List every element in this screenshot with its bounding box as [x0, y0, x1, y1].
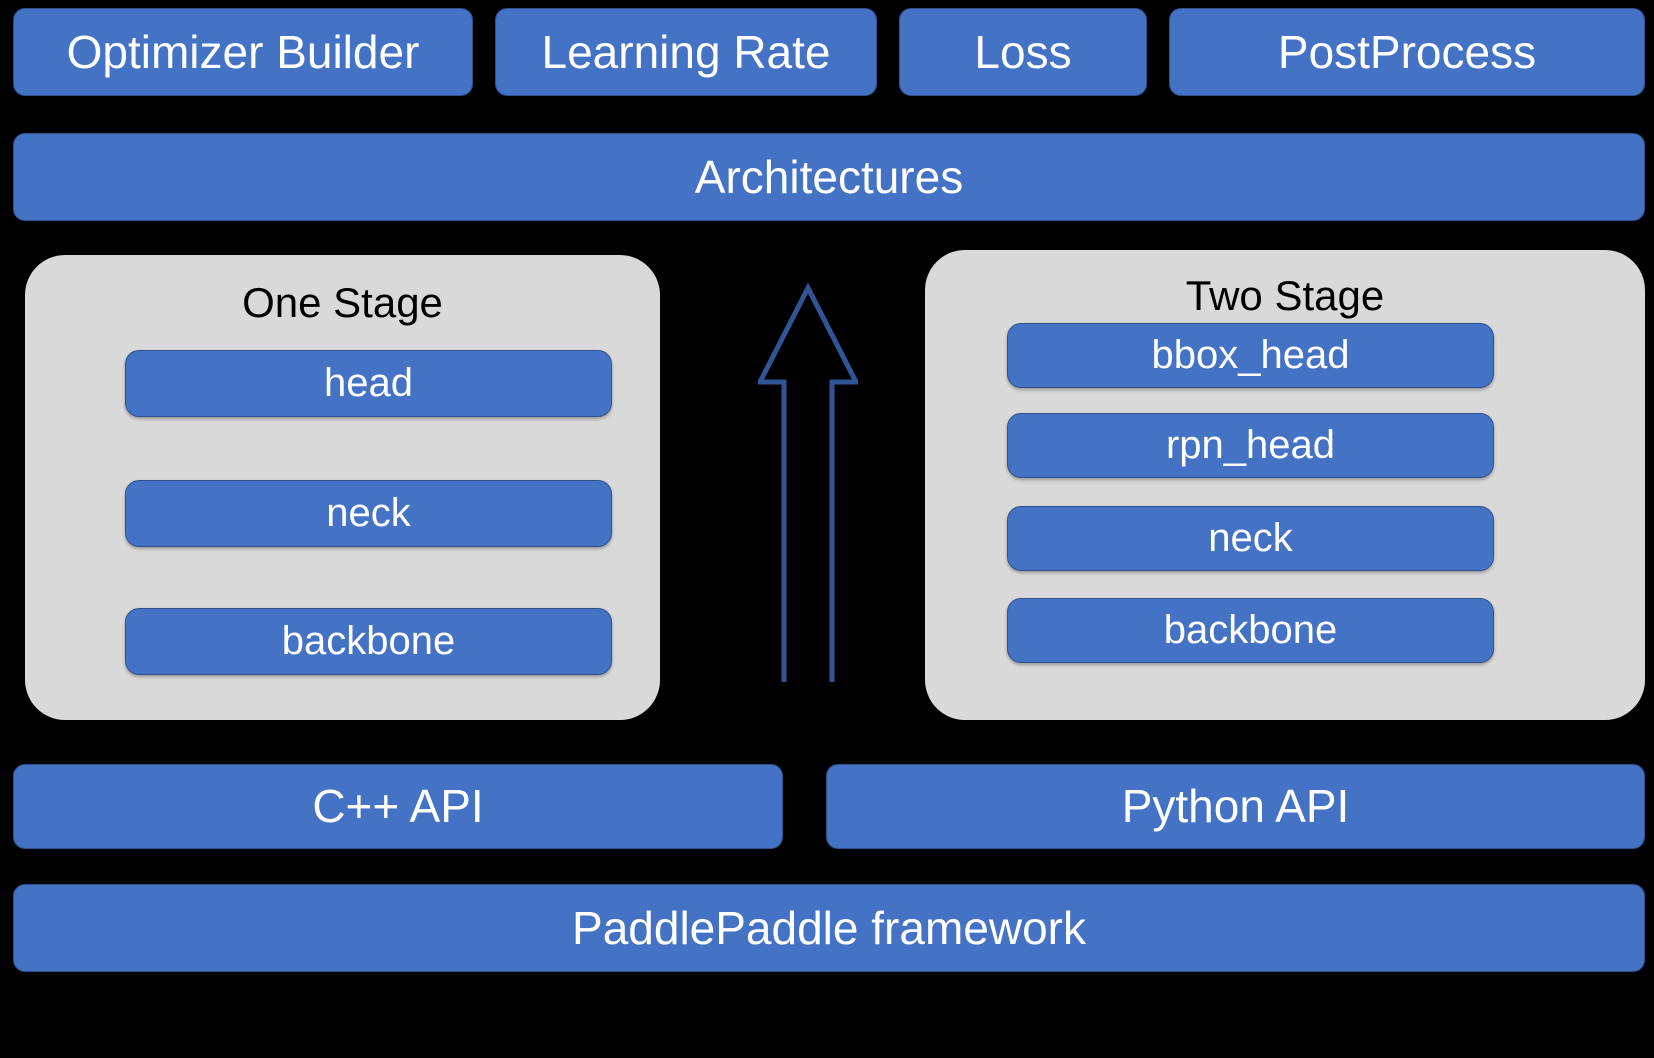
stage-item-head-label: head [324, 361, 413, 405]
panel-one-stage-title: One Stage [242, 279, 443, 326]
stage-item-neck[interactable]: neck [125, 480, 612, 547]
panel-two-stage-title: Two Stage [1185, 272, 1385, 319]
arrow-up-icon-svg [758, 282, 858, 682]
stage-item-neck-two[interactable]: neck [1007, 506, 1494, 571]
box-learning-rate[interactable]: Learning Rate [495, 8, 877, 96]
stage-item-head[interactable]: head [125, 350, 612, 417]
stage-item-rpn-head-label: rpn_head [1165, 423, 1336, 467]
stage-item-backbone-two-label: backbone [1163, 608, 1338, 652]
box-paddlepaddle-framework-label: PaddlePaddle framework [572, 901, 1086, 954]
box-paddlepaddle-framework[interactable]: PaddlePaddle framework [13, 884, 1645, 972]
stage-item-neck-label: neck [326, 491, 411, 535]
box-loss-label: Loss [974, 25, 1072, 78]
box-postprocess[interactable]: PostProcess [1169, 8, 1645, 96]
box-python-api-label: Python API [1121, 780, 1350, 833]
box-postprocess-label: PostProcess [1277, 25, 1537, 78]
stage-item-rpn-head[interactable]: rpn_head [1007, 413, 1494, 478]
stage-item-backbone-two[interactable]: backbone [1007, 598, 1494, 663]
stage-item-bbox-head-label: bbox_head [1151, 333, 1350, 377]
panel-two-stage: Two Stage bbox_head rpn_head neck backbo… [925, 250, 1645, 720]
box-architectures[interactable]: Architectures [13, 133, 1645, 221]
stage-item-backbone[interactable]: backbone [125, 608, 612, 675]
box-loss[interactable]: Loss [899, 8, 1147, 96]
stage-item-backbone-label: backbone [281, 619, 456, 663]
box-cpp-api-label: C++ API [312, 780, 484, 833]
box-learning-rate-label: Learning Rate [541, 25, 831, 78]
box-cpp-api[interactable]: C++ API [13, 764, 783, 849]
arrow-up-icon [758, 282, 858, 682]
box-optimizer-builder[interactable]: Optimizer Builder [13, 8, 473, 96]
box-optimizer-builder-label: Optimizer Builder [66, 25, 420, 78]
stage-item-bbox-head[interactable]: bbox_head [1007, 323, 1494, 388]
stage-item-neck-two-label: neck [1208, 516, 1293, 560]
box-architectures-label: Architectures [694, 150, 964, 203]
panel-one-stage: One Stage head neck backbone [25, 255, 660, 720]
box-python-api[interactable]: Python API [826, 764, 1645, 849]
